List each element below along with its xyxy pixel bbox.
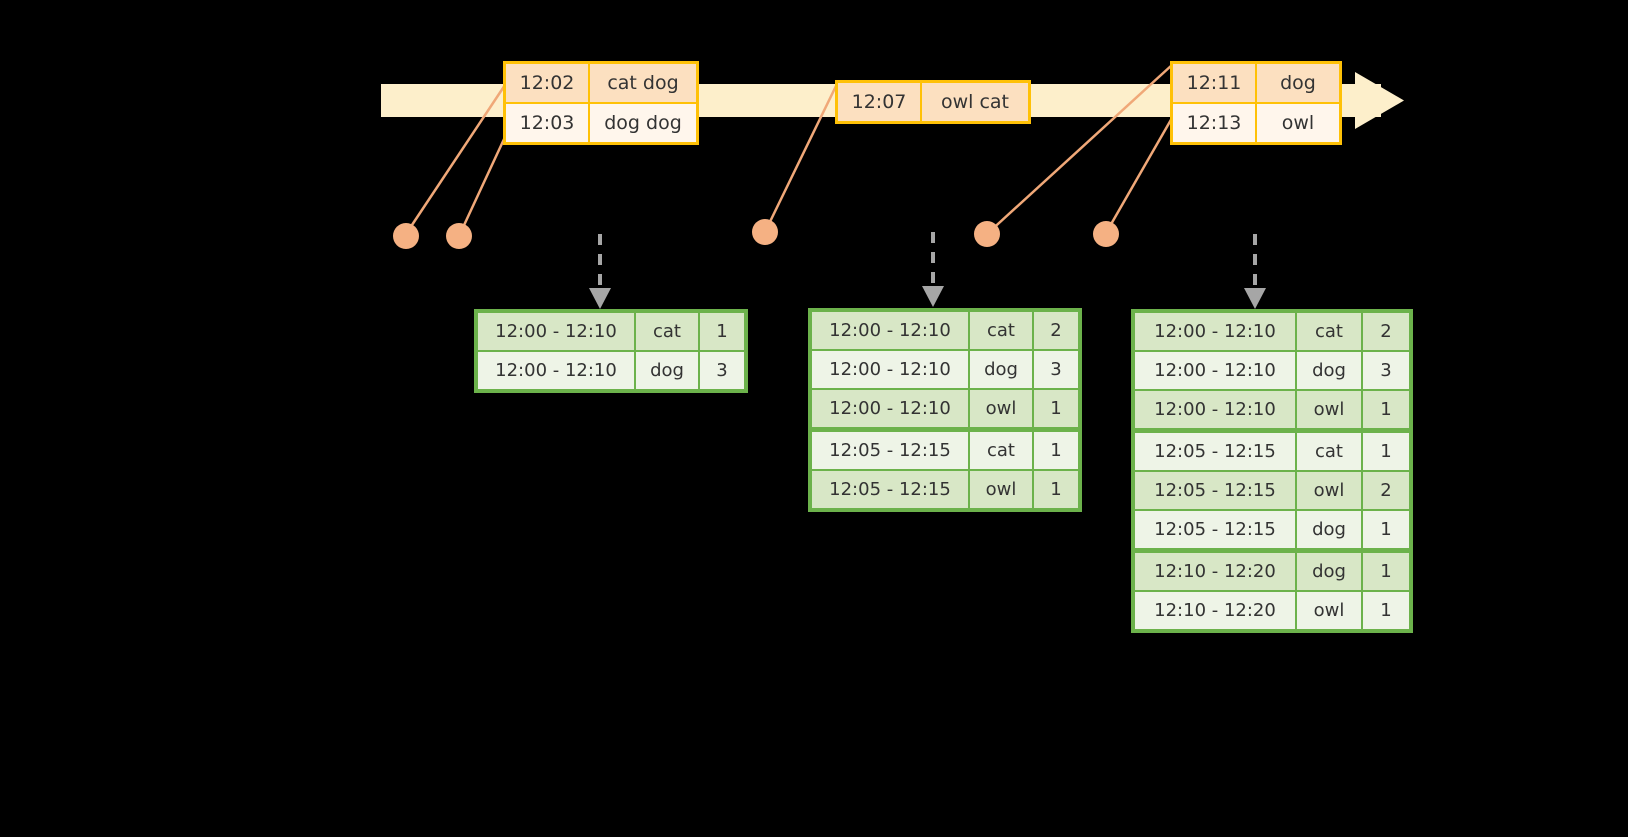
result-cell-window: 12:10 - 12:20 bbox=[1135, 592, 1295, 629]
result-cell-count: 1 bbox=[1034, 390, 1078, 427]
result-cell-window: 12:00 - 12:10 bbox=[1135, 313, 1295, 350]
result-cell-key: dog bbox=[1297, 511, 1361, 548]
result-cell-key: cat bbox=[970, 432, 1032, 469]
timeline-event-group-2[interactable]: 12:07 owl cat bbox=[835, 80, 1031, 124]
result-cell-key: cat bbox=[970, 312, 1032, 349]
emit-arrow-2 bbox=[922, 232, 944, 307]
result-cell-count: 1 bbox=[1363, 553, 1409, 590]
timeline-event-group-3[interactable]: 12:11 dog 12:13 owl bbox=[1170, 61, 1342, 145]
result-cell-window: 12:00 - 12:10 bbox=[812, 390, 968, 427]
event-time: 12:11 bbox=[1173, 64, 1257, 102]
result-cell-count: 2 bbox=[1034, 312, 1078, 349]
result-cell-window: 12:00 - 12:10 bbox=[1135, 391, 1295, 428]
timeline-event-row[interactable]: 12:13 owl bbox=[1173, 102, 1339, 142]
event-time: 12:07 bbox=[838, 83, 922, 121]
result-cell-key: dog bbox=[970, 351, 1032, 388]
event-time: 12:02 bbox=[506, 64, 590, 102]
result-cell-key: owl bbox=[970, 390, 1032, 427]
event-value: cat dog bbox=[590, 64, 696, 102]
result-cell-count: 1 bbox=[1034, 432, 1078, 469]
event-time: 12:03 bbox=[506, 104, 590, 142]
event-dots bbox=[393, 219, 1119, 249]
result-cell-window: 12:05 - 12:15 bbox=[1135, 433, 1295, 470]
result-cell-window: 12:00 - 12:10 bbox=[478, 352, 634, 389]
result-cell-key: cat bbox=[1297, 313, 1361, 350]
timeline-event-row[interactable]: 12:03 dog dog bbox=[506, 102, 696, 142]
stream-dot-1 bbox=[393, 223, 419, 249]
result-cell-window: 12:10 - 12:20 bbox=[1135, 553, 1295, 590]
result-cell-count: 1 bbox=[700, 313, 744, 350]
stream-dot-2 bbox=[446, 223, 472, 249]
result-cell-count: 3 bbox=[1034, 351, 1078, 388]
result-cell-key: owl bbox=[1297, 472, 1361, 509]
event-value: dog dog bbox=[590, 104, 696, 142]
timeline-event-row[interactable]: 12:07 owl cat bbox=[838, 83, 1028, 121]
result-cell-key: owl bbox=[1297, 391, 1361, 428]
result-cell-count: 1 bbox=[1034, 471, 1078, 508]
result-cell-key: dog bbox=[1297, 553, 1361, 590]
result-cell-key: owl bbox=[970, 471, 1032, 508]
result-cell-count: 1 bbox=[1363, 511, 1409, 548]
result-cell-window: 12:05 - 12:15 bbox=[1135, 472, 1295, 509]
result-cell-window: 12:05 - 12:15 bbox=[812, 432, 968, 469]
event-value: owl bbox=[1257, 104, 1339, 142]
timeline-event-row[interactable]: 12:02 cat dog bbox=[506, 64, 696, 102]
event-value: dog bbox=[1257, 64, 1339, 102]
emit-arrow-1 bbox=[589, 234, 611, 309]
result-cell-window: 12:05 - 12:15 bbox=[812, 471, 968, 508]
event-value: owl cat bbox=[922, 83, 1028, 121]
result-cell-key: dog bbox=[636, 352, 698, 389]
timeline-event-group-1[interactable]: 12:02 cat dog 12:03 dog dog bbox=[503, 61, 699, 145]
result-cell-window: 12:00 - 12:10 bbox=[1135, 352, 1295, 389]
result-cell-window: 12:00 - 12:10 bbox=[812, 312, 968, 349]
result-cell-window: 12:05 - 12:15 bbox=[1135, 511, 1295, 548]
result-cell-count: 1 bbox=[1363, 592, 1409, 629]
result-cell-count: 2 bbox=[1363, 313, 1409, 350]
result-cell-key: owl bbox=[1297, 592, 1361, 629]
emit-arrows bbox=[589, 232, 1266, 309]
result-cell-window: 12:00 - 12:10 bbox=[478, 313, 634, 350]
stream-dot-5 bbox=[1093, 221, 1119, 247]
stream-dot-4 bbox=[974, 221, 1000, 247]
stream-dot-3 bbox=[752, 219, 778, 245]
result-cell-count: 3 bbox=[1363, 352, 1409, 389]
result-cell-key: dog bbox=[1297, 352, 1361, 389]
result-cell-window: 12:00 - 12:10 bbox=[812, 351, 968, 388]
result-cell-count: 1 bbox=[1363, 391, 1409, 428]
result-cell-key: cat bbox=[1297, 433, 1361, 470]
result-cell-count: 2 bbox=[1363, 472, 1409, 509]
emit-arrow-3 bbox=[1244, 234, 1266, 309]
timeline-event-row[interactable]: 12:11 dog bbox=[1173, 64, 1339, 102]
result-cell-count: 3 bbox=[700, 352, 744, 389]
result-cell-count: 1 bbox=[1363, 433, 1409, 470]
event-time: 12:13 bbox=[1173, 104, 1257, 142]
result-cell-key: cat bbox=[636, 313, 698, 350]
